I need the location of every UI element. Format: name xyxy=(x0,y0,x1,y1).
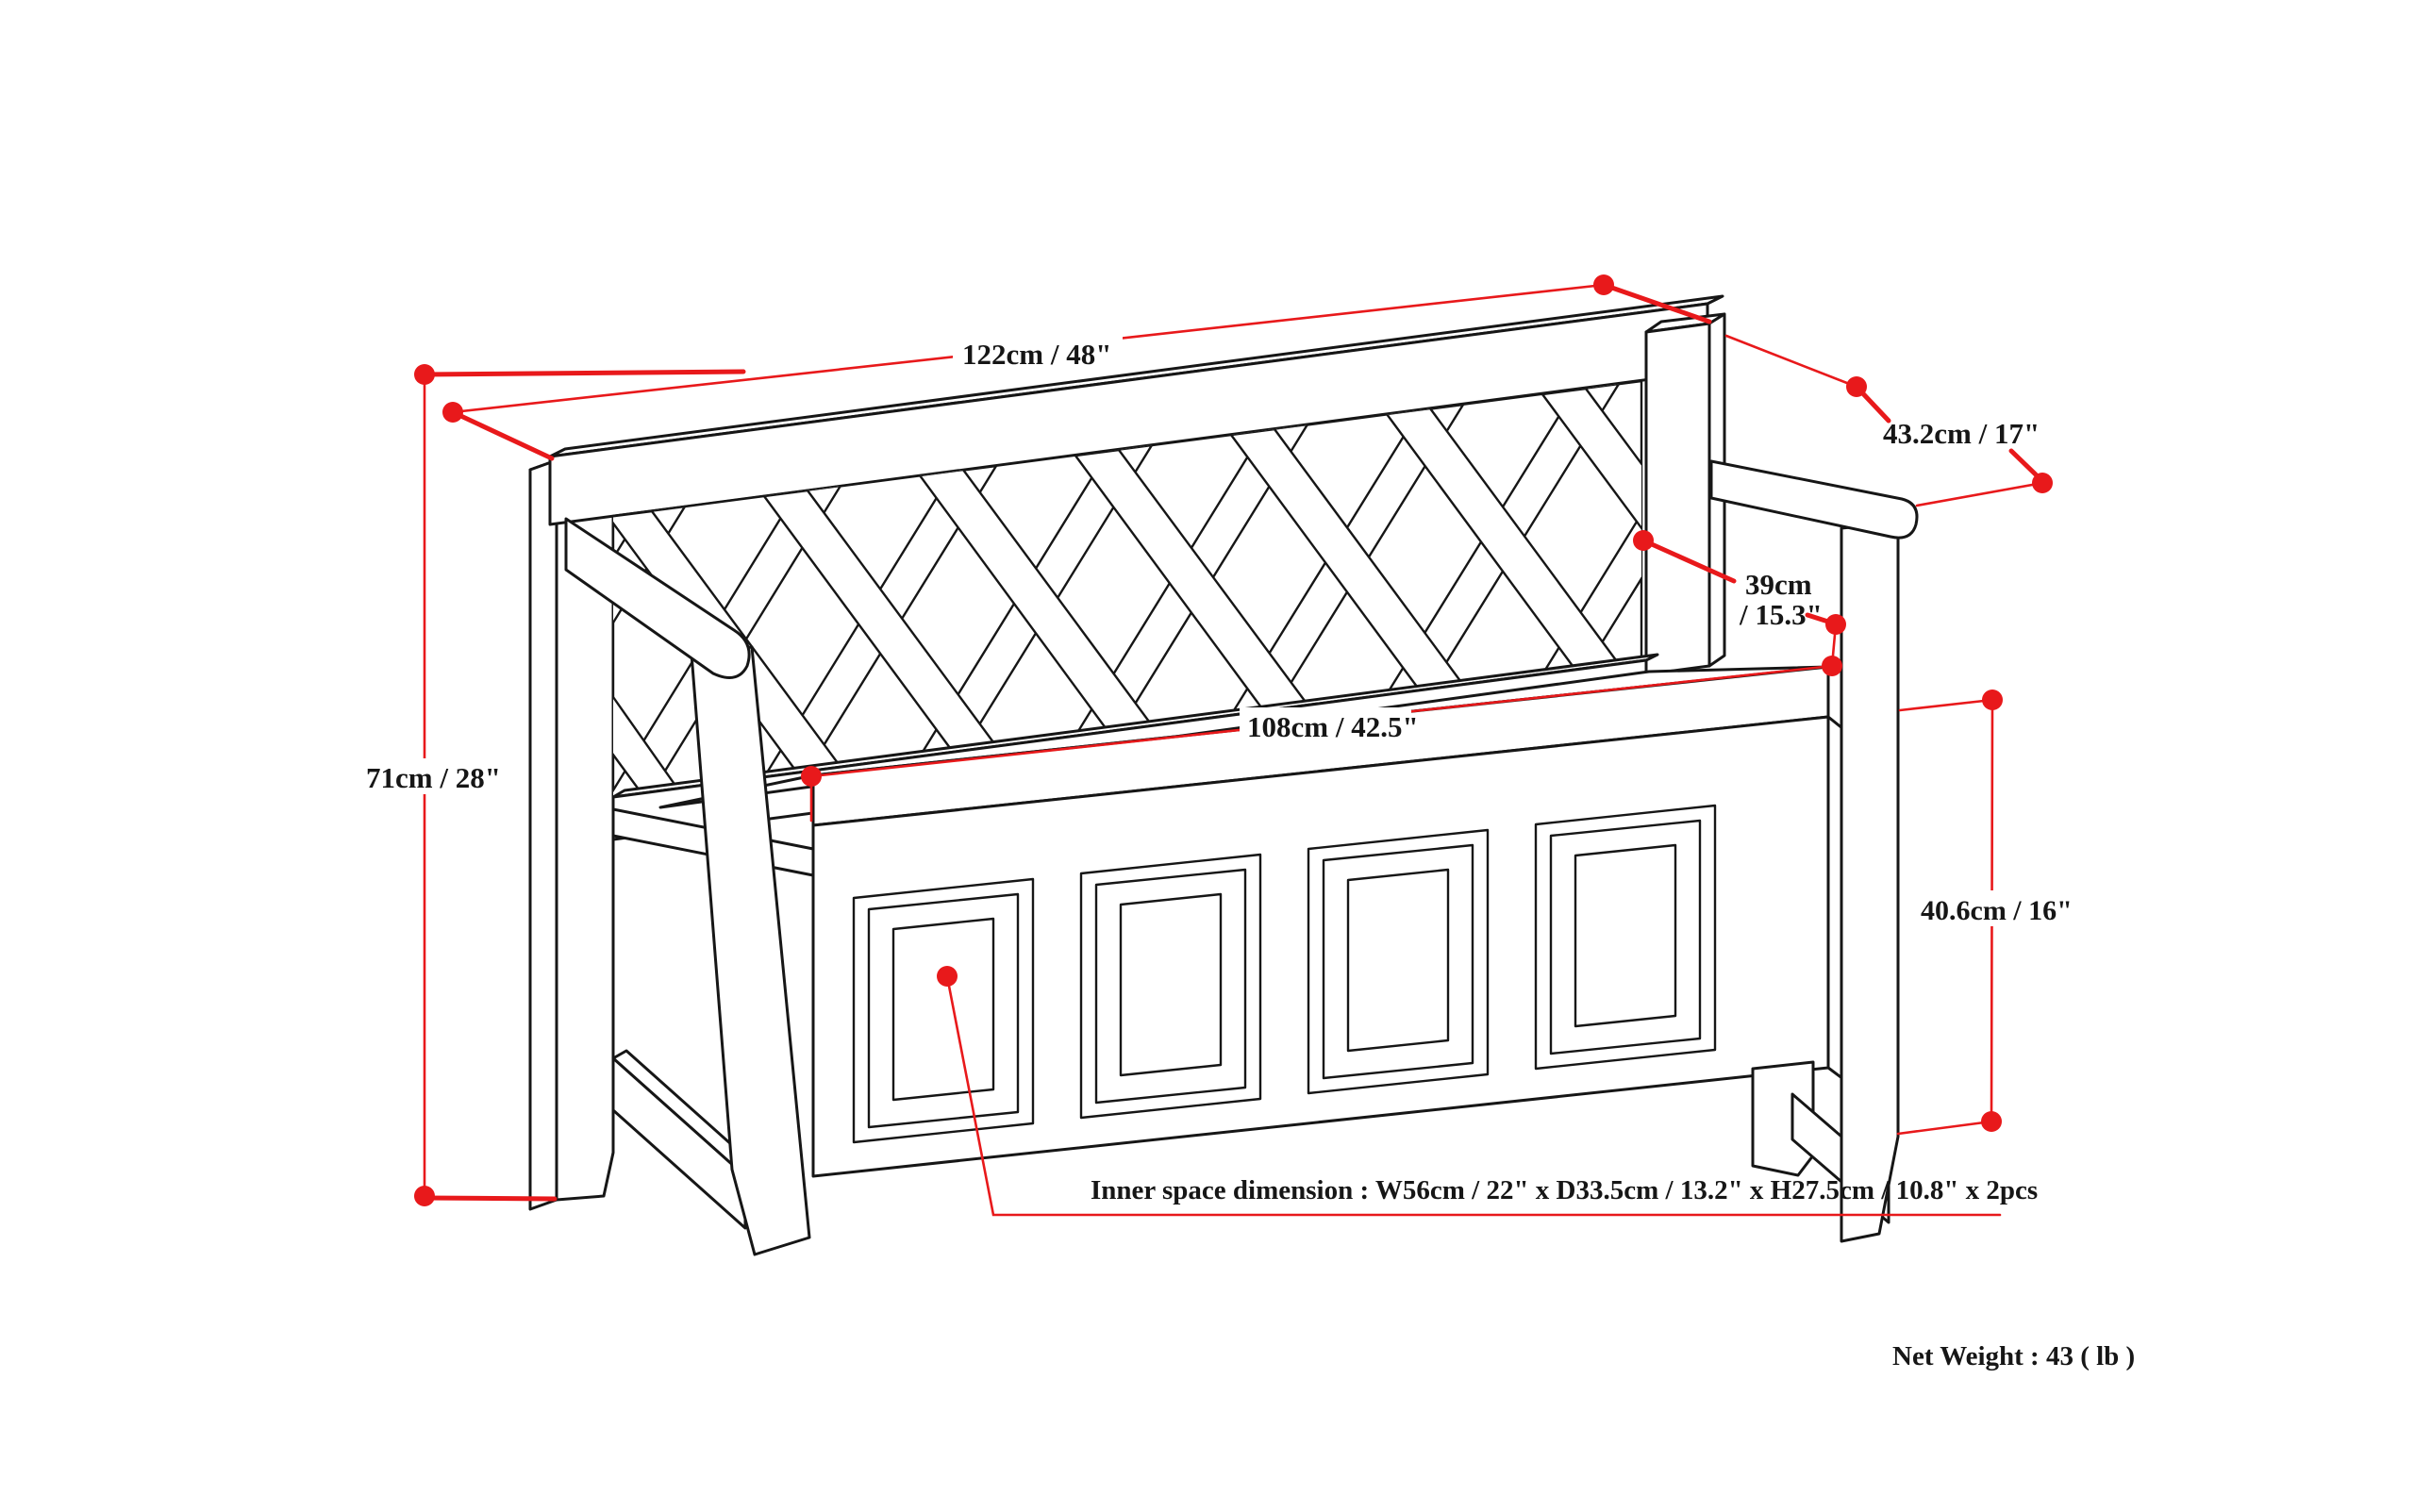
door-panel-1 xyxy=(852,877,1035,1144)
dimension-annotations xyxy=(414,274,2053,1217)
inner-space-leader xyxy=(945,974,2002,1217)
label-back-height-line2: / 15.3" xyxy=(1739,598,1823,631)
left-stretcher xyxy=(611,1049,760,1230)
door-panel-4 xyxy=(1534,804,1717,1071)
label-storage-height: 40.6cm / 16" xyxy=(1921,895,2073,926)
door-panel-3 xyxy=(1307,828,1490,1095)
back-top-rail xyxy=(548,294,1724,526)
label-overall-width: 122cm / 48" xyxy=(962,338,1111,371)
storage-box-front xyxy=(811,715,1830,1178)
label-net-weight: Net Weight : 43 ( lb ) xyxy=(1892,1341,2135,1371)
back-right-leg xyxy=(1751,1060,1815,1177)
back-left-post xyxy=(528,452,615,1211)
label-inner-space: Inner space dimension : W56cm / 22" x D3… xyxy=(1091,1175,2038,1205)
front-right-leg xyxy=(1840,521,1900,1243)
door-panel-2 xyxy=(1079,853,1262,1120)
label-back-height-line1: 39cm xyxy=(1745,568,1812,601)
label-seat-width: 108cm / 42.5" xyxy=(1247,710,1419,743)
left-armrest xyxy=(564,517,751,679)
left-arm xyxy=(564,517,811,1256)
label-depth: 43.2cm / 17" xyxy=(1883,417,2040,450)
bench-illustration xyxy=(528,294,1919,1256)
dimension-dots xyxy=(414,274,2053,1206)
right-arm xyxy=(1709,459,1919,1243)
right-armrest xyxy=(1709,459,1919,540)
label-overall-height: 71cm / 28" xyxy=(366,761,501,794)
dimension-labels: 122cm / 48" 43.2cm / 17" 39cm / 15.3" 71… xyxy=(364,332,2135,1371)
